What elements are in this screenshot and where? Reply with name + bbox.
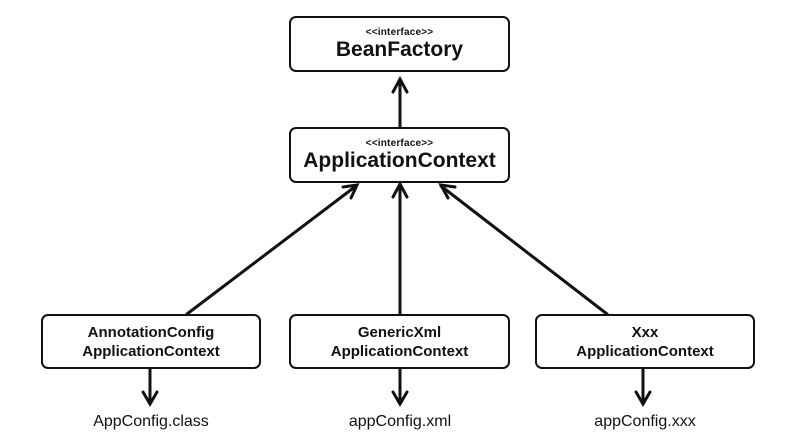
xxx-line1: Xxx	[631, 323, 659, 341]
annotationconfig-box: AnnotationConfig ApplicationContext	[41, 314, 261, 369]
genericxml-line1: GenericXml	[357, 323, 442, 341]
applicationcontext-name: ApplicationContext	[303, 148, 496, 172]
arrow-annotationconfig-to-config	[141, 367, 159, 407]
applicationcontext-stereotype: <<interface>>	[365, 137, 434, 149]
arrow-genericxml-to-config	[391, 367, 409, 407]
genericxml-config-label: appConfig.xml	[348, 413, 452, 430]
beanfactory-name: BeanFactory	[335, 37, 464, 61]
arrow-appcontext-to-beanfactory	[391, 75, 409, 129]
arrow-genericxml-to-appcontext	[391, 180, 409, 316]
arrow-annotationconfig-to-appcontext	[185, 183, 360, 316]
genericxml-line2: ApplicationContext	[330, 342, 469, 360]
annotationconfig-line1: AnnotationConfig	[87, 323, 215, 341]
beanfactory-stereotype: <<interface>>	[365, 26, 434, 38]
arrow-xxx-to-appcontext	[438, 183, 609, 316]
arrow-xxx-to-config	[634, 367, 652, 407]
genericxml-box: GenericXml ApplicationContext	[289, 314, 510, 369]
xxx-box: Xxx ApplicationContext	[535, 314, 755, 369]
xxx-line2: ApplicationContext	[576, 342, 714, 360]
applicationcontext-box: <<interface>> ApplicationContext	[289, 127, 510, 183]
beanfactory-box: <<interface>> BeanFactory	[289, 16, 510, 72]
annotationconfig-config-label: AppConfig.class	[93, 413, 209, 430]
xxx-config-label: appConfig.xxx	[594, 413, 696, 430]
annotationconfig-line2: ApplicationContext	[82, 342, 220, 360]
